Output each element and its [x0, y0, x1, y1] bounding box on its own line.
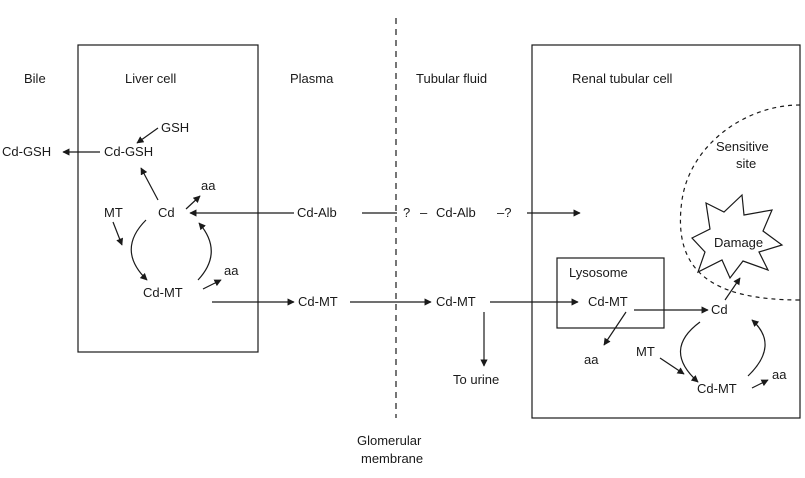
lysosome-cd-mt-label: Cd-MT [588, 294, 628, 309]
lysosome-aa-arrow [603, 311, 627, 346]
renal-tubular-cell-box [531, 44, 801, 419]
renal-cd-label: Cd [711, 302, 728, 317]
liver-aa-bottom-label: aa [224, 263, 239, 278]
cd-mt-to-cd-arc [197, 222, 212, 281]
cd-gsh-bile-label: Cd-GSH [2, 144, 51, 159]
liver-aa-top-label: aa [201, 178, 216, 193]
liver-cd-label: Cd [158, 205, 175, 220]
plasma-cd-alb-label: Cd-Alb [297, 205, 337, 220]
renal-aa-label: aa [772, 367, 787, 382]
plasma-cd-mt-label: Cd-MT [298, 294, 338, 309]
glomerular-label: Glomerular [357, 433, 422, 448]
question-mark-2: –? [497, 205, 511, 220]
question-mark-1: ? [403, 205, 410, 220]
liver-cell-label: Liver cell [125, 71, 176, 86]
lysosome-aa-label: aa [584, 352, 599, 367]
liver-mt-label: MT [104, 205, 123, 220]
liver-aa-top-arrow [185, 195, 201, 210]
sensitive-label: Sensitive [716, 139, 769, 154]
to-urine-label: To urine [453, 372, 499, 387]
damage-label: Damage [714, 235, 763, 250]
liver-mt-arrow [112, 221, 123, 246]
renal-cd-to-cd-mt-arc [679, 321, 701, 383]
cd-gsh-liver-label: Cd-GSH [104, 144, 153, 159]
cd-to-damage-arrow [724, 277, 741, 301]
cd-to-cd-gsh-arrow [140, 167, 159, 201]
liver-cell-box [77, 44, 259, 353]
site-label: site [736, 156, 756, 171]
gsh-arrow [136, 127, 159, 144]
renal-cd-mt-to-cd-arc [747, 319, 766, 377]
bile-label: Bile [24, 71, 46, 86]
sensitive-site-boundary [679, 104, 801, 301]
cd-to-cd-mt-arc [130, 219, 148, 281]
tubular-cd-alb-label: Cd-Alb [436, 205, 476, 220]
gsh-label: GSH [161, 120, 189, 135]
membrane-label: membrane [361, 451, 423, 466]
renal-cd-mt-label: Cd-MT [697, 381, 737, 396]
renal-aa-arrow [751, 379, 769, 389]
renal-tubular-cell-label: Renal tubular cell [572, 71, 673, 86]
renal-mt-arrow [659, 357, 685, 375]
liver-aa-bottom-arrow [202, 279, 222, 290]
lysosome-label: Lysosome [569, 265, 628, 280]
plasma-label: Plasma [290, 71, 334, 86]
tubular-fluid-label: Tubular fluid [416, 71, 487, 86]
renal-mt-label: MT [636, 344, 655, 359]
liver-cd-mt-label: Cd-MT [143, 285, 183, 300]
dash-1: – [420, 205, 428, 220]
lysosome-box [556, 257, 665, 329]
damage-burst-icon [691, 193, 784, 280]
tubular-cd-mt-label: Cd-MT [436, 294, 476, 309]
